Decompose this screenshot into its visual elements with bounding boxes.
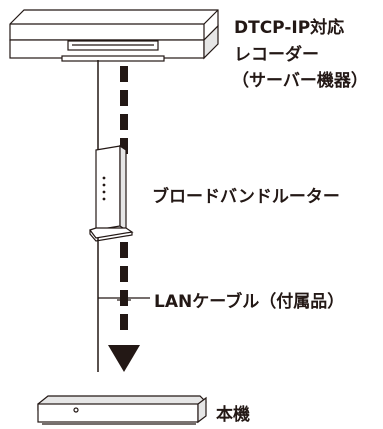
recorder-label-line1: DTCP-IP対応 bbox=[234, 18, 345, 38]
main-unit-label: 本機 bbox=[216, 405, 250, 425]
router-device bbox=[89, 144, 134, 242]
recorder-label-line2: レコーダー bbox=[234, 45, 319, 65]
recorder-label-line3: （サーバー機器） bbox=[232, 71, 368, 91]
main-unit-device bbox=[37, 395, 207, 425]
router-label: ブロードバンドルーター bbox=[152, 187, 340, 207]
recorder-device bbox=[9, 9, 219, 62]
lan-cable-label: LANケーブル（付属品） bbox=[154, 292, 345, 312]
